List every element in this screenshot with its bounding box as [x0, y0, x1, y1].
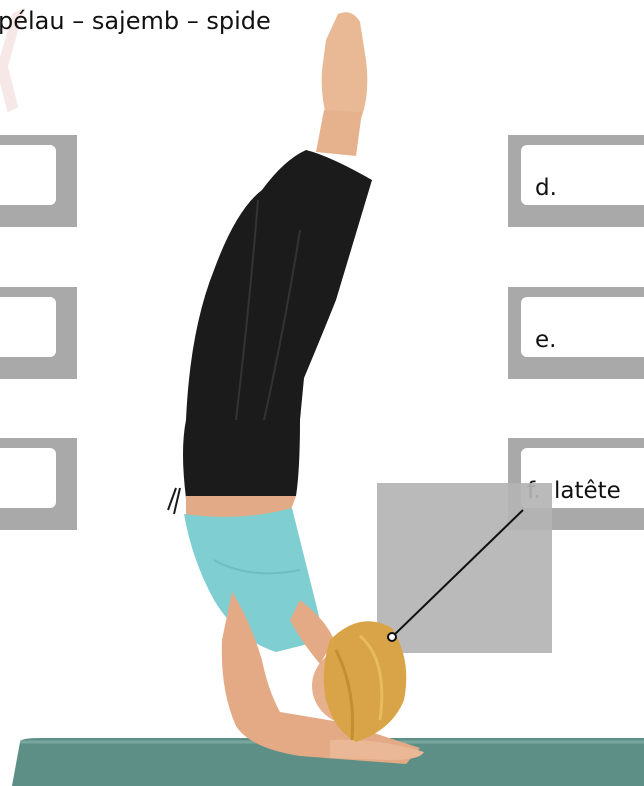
pointer-line: [392, 510, 523, 637]
pants: [183, 150, 372, 498]
pointer-dot: [388, 633, 396, 641]
